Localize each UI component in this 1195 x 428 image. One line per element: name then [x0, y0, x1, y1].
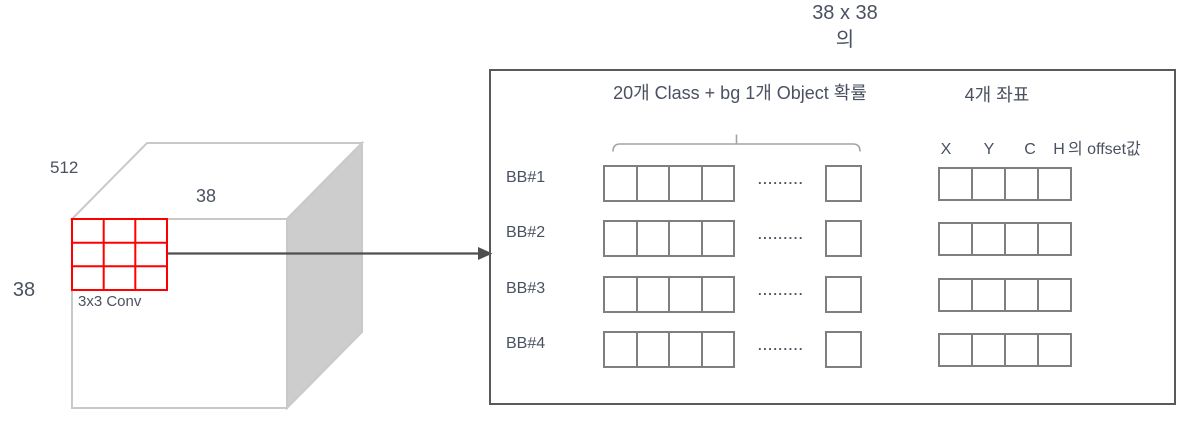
ellipsis-dots: .........	[757, 338, 804, 353]
cell	[635, 220, 670, 257]
coord-offset-cells	[938, 333, 1072, 367]
output-panel	[489, 69, 1176, 405]
ellipsis-dots: .........	[757, 227, 804, 242]
conv-kernel-label: 3x3 Conv	[78, 293, 142, 310]
cell	[668, 331, 703, 368]
cell	[603, 165, 638, 202]
class-prob-cells	[603, 276, 735, 313]
cell	[825, 276, 862, 313]
cell	[971, 222, 1006, 256]
bg-prob-cell	[825, 276, 862, 313]
bg-prob-cell	[825, 220, 862, 257]
coord-offset-cells	[938, 278, 1072, 312]
coord-col-label: C	[1024, 141, 1036, 158]
cell	[825, 165, 862, 202]
bb-row-label: BB#2	[506, 224, 546, 241]
cell	[700, 331, 735, 368]
coord-col-label: H	[1053, 141, 1065, 158]
bb-row-label: BB#3	[506, 280, 546, 297]
cell	[635, 331, 670, 368]
cell	[971, 167, 1006, 201]
cell	[1004, 167, 1039, 201]
bb-row-label: BB#1	[506, 169, 546, 186]
cell	[938, 222, 973, 256]
title-grid-size: 38 x 38	[812, 2, 878, 24]
title-suffix: 의	[835, 29, 855, 51]
cell	[1037, 278, 1072, 312]
conv-window-grid-icon	[71, 218, 168, 291]
cell	[825, 331, 862, 368]
cube-depth-label: 512	[50, 158, 79, 177]
bg-prob-cell	[825, 165, 862, 202]
bg-prob-cell	[825, 331, 862, 368]
cell	[1037, 333, 1072, 367]
cube-front-face	[71, 218, 288, 409]
cell	[938, 333, 973, 367]
coord-col-label: Y	[983, 141, 995, 158]
cell	[971, 333, 1006, 367]
cell	[603, 331, 638, 368]
coord-header: 4개 좌표	[964, 85, 1030, 105]
cube-width-label: 38	[195, 186, 217, 206]
cell	[825, 220, 862, 257]
coord-suffix-label: 의 offset값	[1068, 141, 1141, 158]
cell	[635, 276, 670, 313]
bb-row-label: BB#4	[506, 335, 546, 352]
cell	[635, 165, 670, 202]
cell	[668, 165, 703, 202]
ellipsis-dots: .........	[757, 172, 804, 187]
class-prob-cells	[603, 220, 735, 257]
cell	[1037, 222, 1072, 256]
cell	[938, 167, 973, 201]
conv-arrow-head-icon	[478, 247, 493, 260]
coord-offset-cells	[938, 222, 1072, 256]
class-prob-cells	[603, 165, 735, 202]
cell	[1004, 333, 1039, 367]
cell	[1037, 167, 1072, 201]
cell	[938, 278, 973, 312]
cell	[700, 220, 735, 257]
cell	[971, 278, 1006, 312]
cell	[668, 220, 703, 257]
cell	[700, 276, 735, 313]
cell	[1004, 278, 1039, 312]
coord-col-label: X	[940, 141, 952, 158]
class-prob-header: 20개 Class + bg 1개 Object 확률	[613, 83, 867, 103]
class-prob-cells	[603, 331, 735, 368]
cell	[700, 165, 735, 202]
coord-offset-cells	[938, 167, 1072, 201]
cell	[668, 276, 703, 313]
cell	[603, 220, 638, 257]
ellipsis-dots: .........	[757, 283, 804, 298]
cell	[1004, 222, 1039, 256]
cell	[603, 276, 638, 313]
cube-height-label: 38	[12, 279, 36, 301]
